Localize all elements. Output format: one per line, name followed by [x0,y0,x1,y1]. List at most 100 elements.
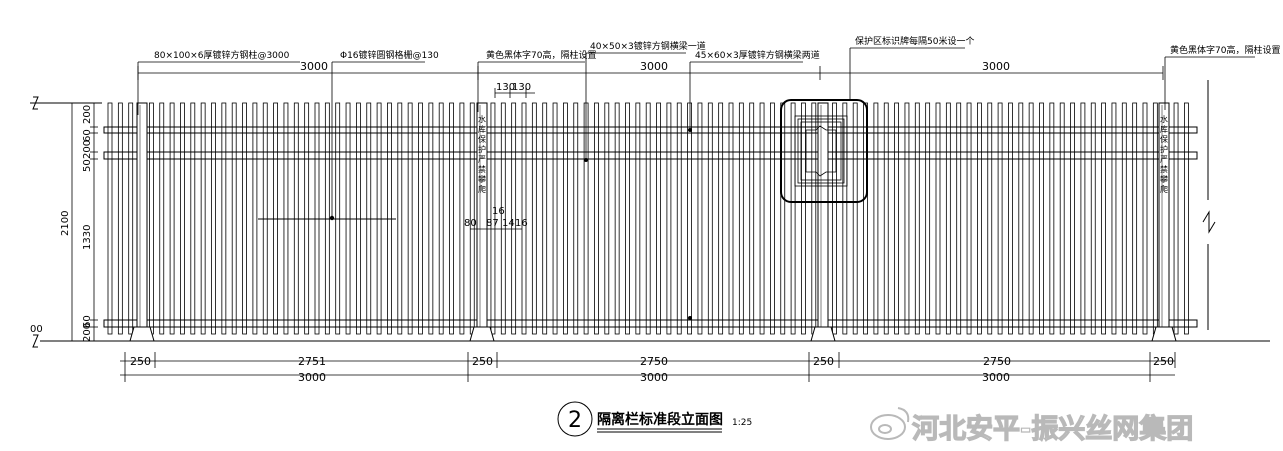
annotation-text-right: 黄色黑体字70高，隔柱设置 [1170,44,1280,56]
fence-post [136,102,148,336]
fence-bar [707,102,713,335]
title-text: 隔离栏标准段立面图 [597,411,723,428]
fence-bar [790,102,796,335]
fence-bar [190,102,196,335]
detail-dim-4: 14 [502,218,515,229]
fence-bar [521,102,527,335]
top-dim-1: 3000 [300,60,328,73]
fence-bar [1142,102,1148,335]
fence-bar [842,102,848,335]
fence-bar [1101,102,1106,335]
fence-bar [894,102,899,335]
fence-bar [863,102,868,335]
left-dim-6: 2100 [60,211,71,236]
title-scale: 1:25 [732,418,752,428]
fence-bar [666,102,672,335]
fence-bar [407,102,413,335]
fence-bar [1049,102,1055,335]
fence-bar [449,102,454,335]
sign-board [780,99,868,203]
left-dim-2: 60 [82,129,93,142]
fence-bar [594,102,599,335]
fence-bar [573,102,579,335]
fence-bar [614,102,620,335]
fence-bar [997,102,1003,335]
middle-rail [103,151,1198,160]
fence-bar [1152,102,1158,335]
post-footing [1151,326,1177,342]
fence-bar [231,102,237,335]
fence-bar [945,102,951,335]
detail-dim-1: 16 [492,206,505,217]
bottom-dim-b2: 3000 [640,371,668,384]
annotation-sign: 保护区标识牌每隔50米设一个 [855,35,974,47]
fence-bar [832,102,837,335]
fence-bar [511,102,517,335]
fence-bar [531,102,537,335]
fence-bar [459,102,465,335]
left-dim-3: 200 [82,140,93,159]
fence-bar [676,102,682,335]
left-dim-1: 200 [82,105,93,124]
weibo-logo-icon [870,407,910,440]
fence-bar [1018,102,1024,335]
bottom-rail [103,319,1198,328]
vertical-bars [107,102,1189,335]
fence-bar [1111,102,1117,335]
fence-bar [904,102,910,335]
spacing-dim-2: 130 [512,82,531,93]
fence-bar [914,102,920,335]
left-dim-5: 1330 [82,225,93,250]
annotation-texts: 80×100×6厚镀锌方钢柱@3000 Φ16镀锌圆钢格栅@130 黄色黑体字7… [154,35,1280,61]
watermark-text: 河北安平-振兴丝网集团 [912,413,1193,445]
fence-bar [1080,102,1086,335]
top-dim-3: 3000 [982,60,1010,73]
bottom-dim-a1: 250 [130,355,151,368]
fence-bar [1059,102,1065,335]
fence-bar [749,102,755,335]
fence-bar [200,102,206,335]
fence-bar [801,102,806,335]
post-footing [810,326,836,342]
fence-bar [159,102,165,335]
fence-bar [107,102,113,335]
annotation-rail-main: 45×60×3厚镀锌方钢横梁两道 [695,49,820,61]
fence-bar [656,102,661,335]
title-number-circle [557,401,593,437]
left-dim-8: 200 [82,323,93,342]
spacing-dim-1: 130 [496,82,515,93]
post-text-right: 水库保护严禁攀爬 [1160,114,1168,194]
fence-bar [552,102,558,335]
fence-bar [977,102,982,335]
fence-bar [563,102,568,335]
fence-bar [687,102,692,335]
fence-bar [117,102,123,335]
fence-bar [935,102,941,335]
fence-bar [759,102,765,335]
fence-bar [180,102,185,335]
fence-bar [490,102,496,335]
bottom-dimension-lines [120,352,1176,382]
fence-bar [852,102,858,335]
fence-bar [1008,102,1013,335]
fence-bar [418,102,423,335]
post-footing [469,326,495,342]
fence-bar [397,102,403,335]
fence-bar [1121,102,1127,335]
fence-bar [645,102,651,335]
fence-bar [956,102,962,335]
fence-bar [428,102,434,335]
title-number: 2 [568,408,582,433]
bottom-dim-a4: 2750 [640,355,668,368]
bottom-dim-a5: 250 [813,355,834,368]
top-dim-2: 3000 [640,60,668,73]
fence-bar [718,102,724,335]
fence-bar [1090,102,1096,335]
left-dimension-line [68,102,98,342]
horizontal-rails [103,126,1198,328]
detail-dim-5: 16 [515,218,528,229]
annotation-bar: Φ16镀锌圆钢格栅@130 [340,49,439,61]
bottom-dim-a6: 2750 [983,355,1011,368]
bottom-dim-a7: 250 [1153,355,1174,368]
